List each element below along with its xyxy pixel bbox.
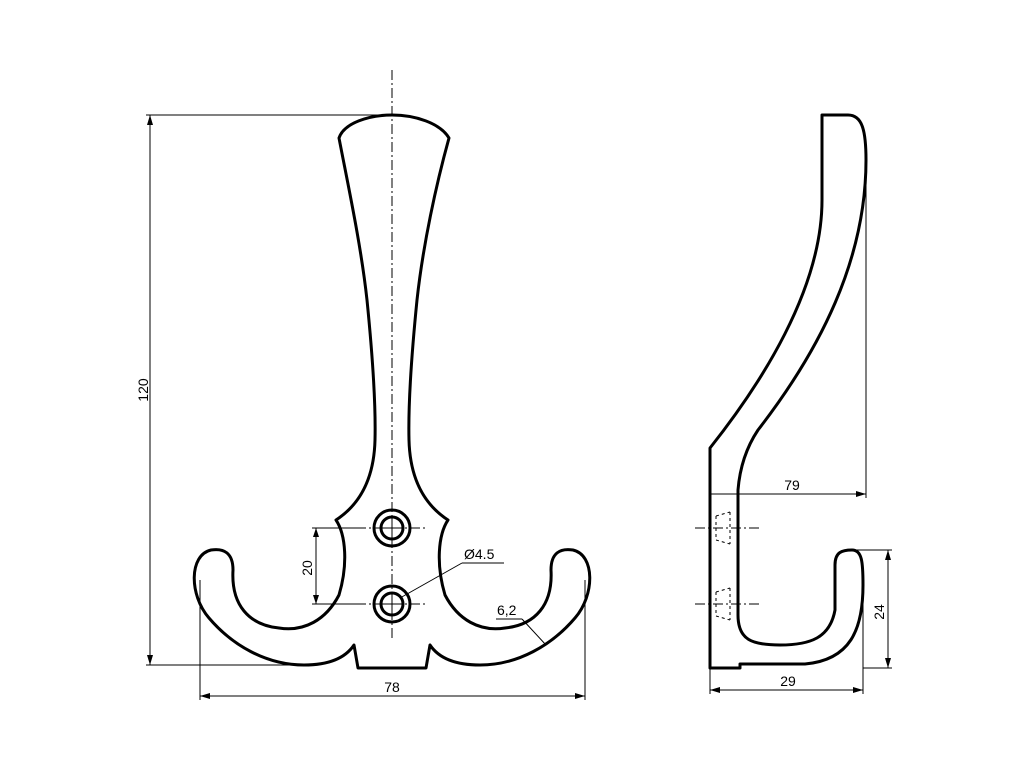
dim-projection [710,170,867,498]
dim-projection-label: 79 [784,477,800,493]
front-hook-outline [192,113,592,670]
dim-hole-diameter-leader [399,562,504,599]
dim-height [146,114,392,666]
front-view: 120 78 20 Ø4.5 6,2 [135,70,592,700]
dim-hole-spacing [312,527,356,605]
dim-hook-depth [709,600,864,694]
dim-hole-diameter-label: Ø4.5 [464,546,495,562]
side-view: 79 29 24 [695,113,892,694]
dim-hook-height [852,549,892,669]
dim-width-label: 78 [384,679,400,695]
dim-thickness-leader [496,618,547,646]
side-hook-outline [708,113,868,670]
dim-hook-height-label: 24 [871,604,887,620]
dim-hole-spacing-label: 20 [299,560,315,576]
dim-height-label: 120 [135,378,151,402]
dim-hook-depth-label: 29 [780,673,796,689]
dim-thickness-label: 6,2 [497,602,517,618]
side-hidden-holes [695,511,760,621]
dim-width [199,580,586,700]
